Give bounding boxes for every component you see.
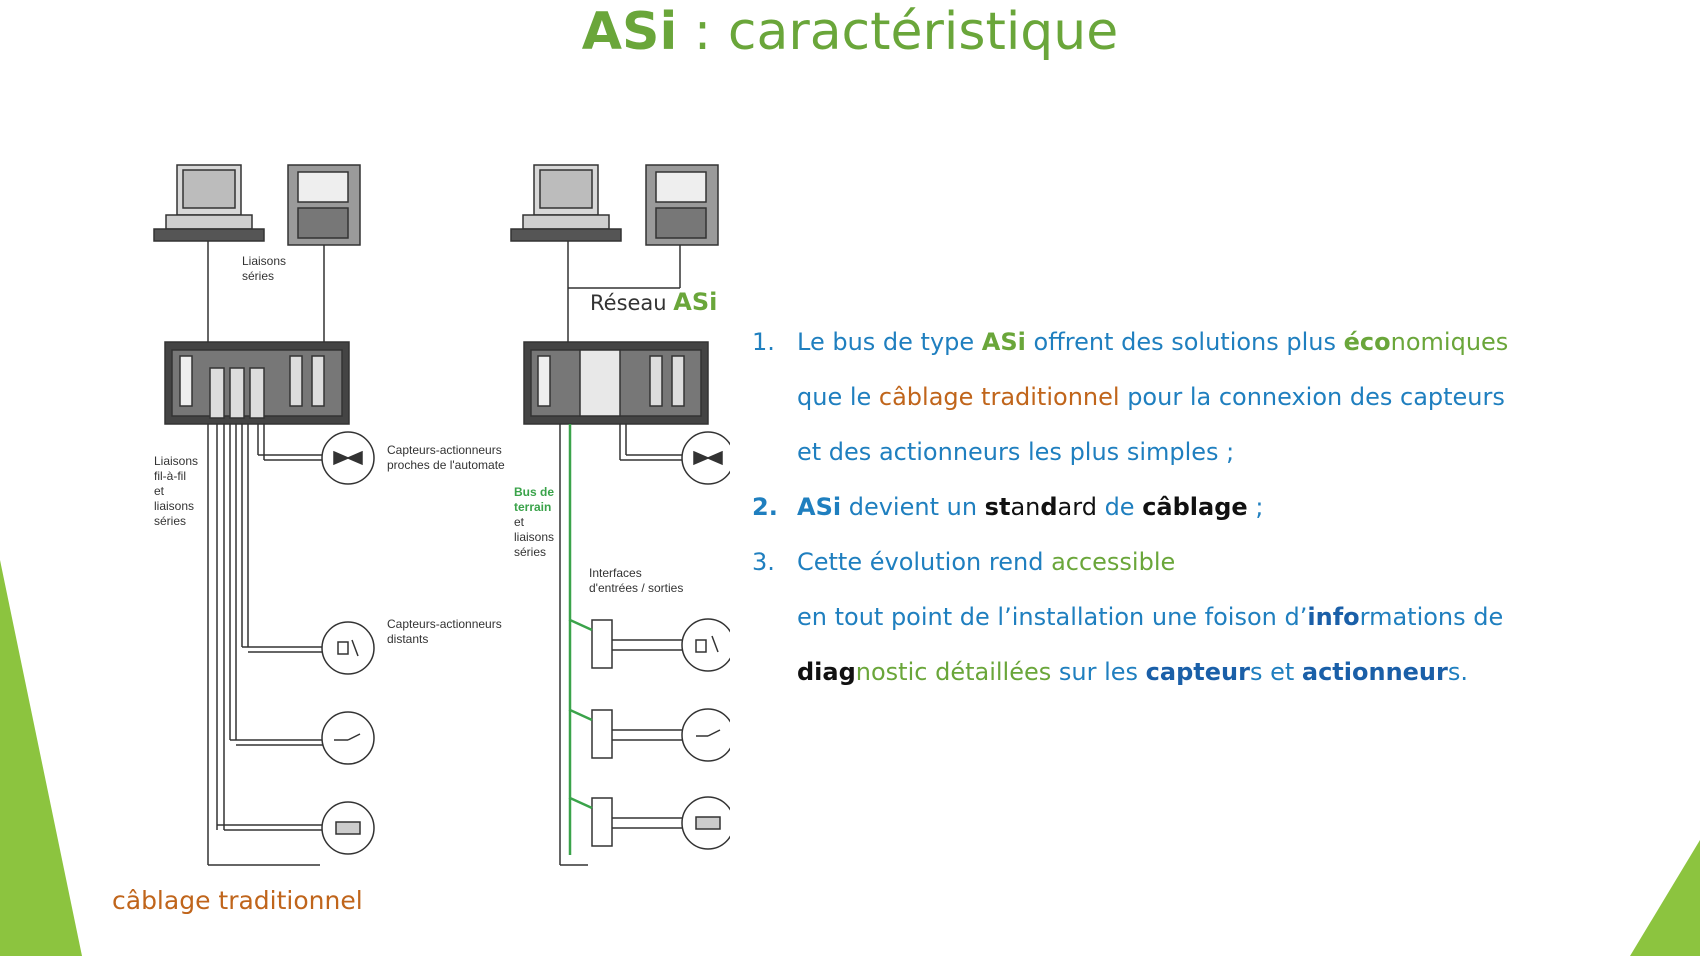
svg-text:liaisons: liaisons <box>514 530 554 544</box>
label-fil-a-fil: Liaisons <box>154 454 198 468</box>
svg-text:fil-à-fil: fil-à-fil <box>154 469 186 483</box>
svg-text:d'entrées / sorties: d'entrées / sorties <box>589 581 683 595</box>
right-decor-triangle <box>1630 840 1700 956</box>
svg-text:distants: distants <box>387 632 428 646</box>
svg-text:liaisons: liaisons <box>154 499 194 513</box>
svg-text:terrain: terrain <box>514 500 551 514</box>
terminal-icon <box>287 164 361 246</box>
svg-text:proches de l'automate: proches de l'automate <box>387 458 505 472</box>
plc-rack-right <box>523 341 709 425</box>
list-item-cont: en tout point de l’installation une fois… <box>797 603 1504 631</box>
label-liaisons-series: Liaisons <box>242 254 286 268</box>
computer-icon <box>510 164 622 242</box>
label-proches: Capteurs-actionneurs <box>387 443 502 457</box>
reseau-asi-label: Réseau ASi <box>590 288 718 316</box>
terminal-icon <box>645 164 719 246</box>
svg-text:séries: séries <box>242 269 274 283</box>
label-interfaces: Interfaces <box>589 566 642 580</box>
caption-cablage-traditionnel: câblage traditionnel <box>112 886 363 915</box>
label-distants: Capteurs-actionneurs <box>387 617 502 631</box>
svg-text:séries: séries <box>514 545 546 559</box>
svg-text:et: et <box>154 484 165 498</box>
label-bus-terrain: Bus de <box>514 485 554 499</box>
list-item-cont: diagnostic détaillées sur les capteurs e… <box>797 658 1468 686</box>
plc-rack-left <box>164 341 350 425</box>
wiring-diagram: Liaisons séries Liaisons fil-à-fil et li… <box>153 164 730 866</box>
computer-icon <box>153 164 265 242</box>
list-item-cont: que le câblage traditionnel pour la conn… <box>797 383 1505 411</box>
list-item-cont: et des actionneurs les plus simples ; <box>797 438 1235 466</box>
left-decor-triangle <box>0 560 82 956</box>
page-title: ASi : caractéristique <box>581 2 1119 62</box>
svg-text:séries: séries <box>154 514 186 528</box>
svg-text:et: et <box>514 515 525 529</box>
